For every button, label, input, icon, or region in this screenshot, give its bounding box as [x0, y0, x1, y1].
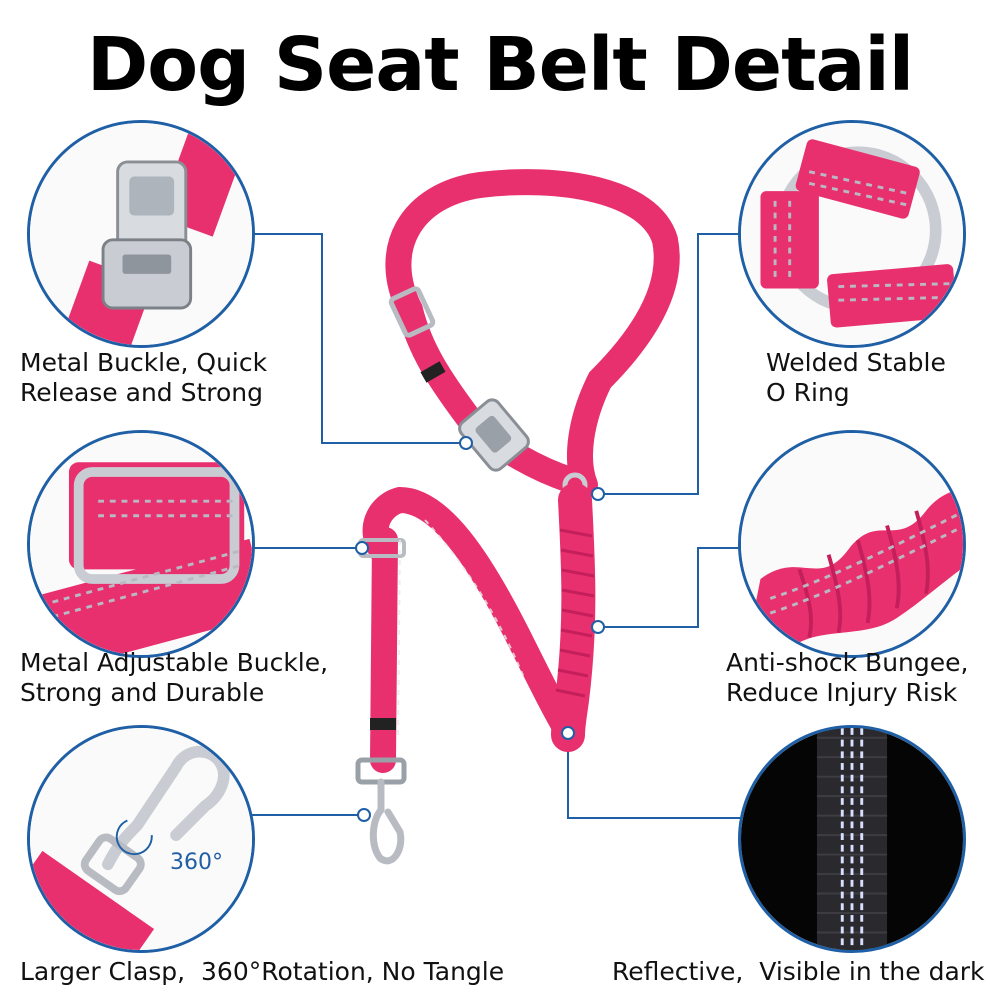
clasp-detail-circle	[27, 725, 255, 953]
bungee-label: Anti-shock Bungee, Reduce Injury Risk	[726, 648, 969, 707]
leader-lines	[252, 233, 748, 819]
clasp-icon	[30, 728, 252, 950]
snap-clasp	[355, 757, 407, 865]
bungee-icon	[741, 433, 963, 655]
reflective-label: Reflective, Visible in the dark	[612, 957, 985, 986]
reflective-detail-circle	[738, 725, 966, 953]
clasp-label: Larger Clasp, 360°Rotation, No Tangle	[20, 957, 505, 986]
rotation-badge: 360°	[170, 850, 223, 875]
adjustable-buckle-detail-circle	[27, 430, 255, 658]
adjustable-buckle-icon	[30, 433, 252, 655]
o-ring-label: Welded Stable O Ring	[766, 348, 946, 407]
buckle-label: Metal Buckle, Quick Release and Strong	[20, 348, 268, 407]
bungee-detail-circle	[738, 430, 966, 658]
buckle-detail-circle	[27, 120, 255, 348]
callout-dots	[355, 436, 605, 822]
adjustable-buckle-label: Metal Adjustable Buckle, Strong and Dura…	[20, 648, 329, 707]
lead-strap	[362, 486, 583, 748]
collar-strap	[385, 169, 680, 498]
o-ring-icon	[741, 123, 963, 345]
quick-release-buckle	[458, 398, 530, 472]
metal-buckle-icon	[30, 123, 252, 345]
o-ring-detail-circle	[738, 120, 966, 348]
reflective-strip-icon	[741, 728, 963, 950]
bungee-section	[551, 483, 596, 752]
page-title: Dog Seat Belt Detail	[86, 22, 914, 108]
